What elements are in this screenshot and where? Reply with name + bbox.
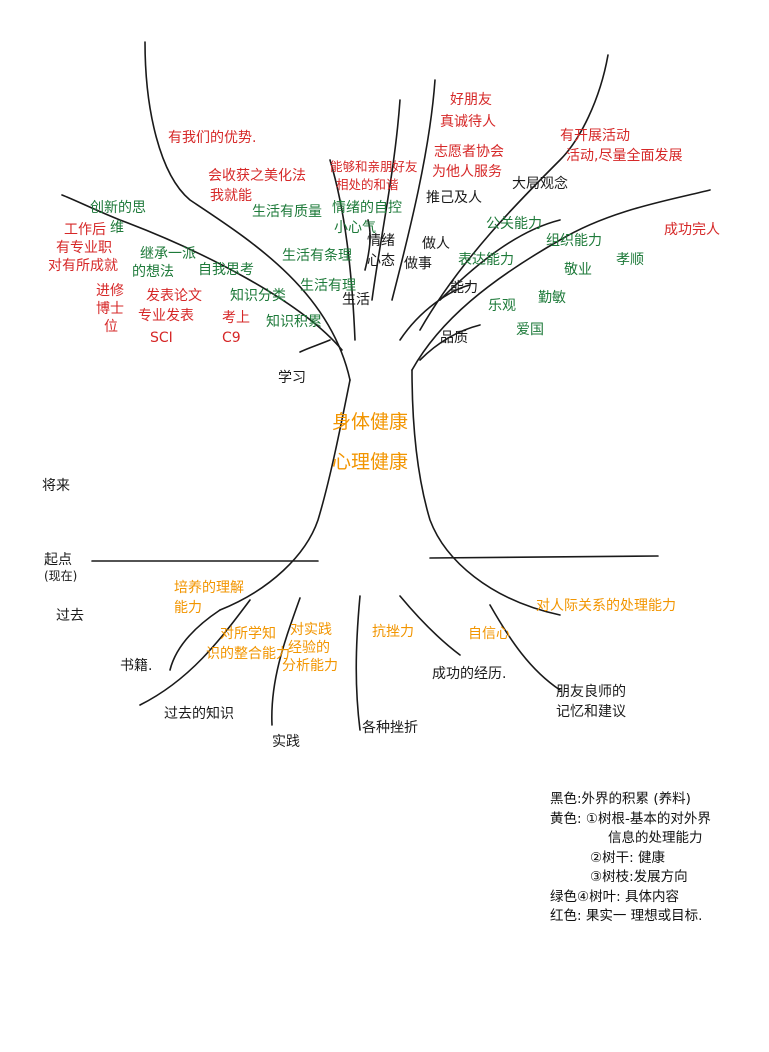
- timeline-future: 将来: [42, 478, 70, 494]
- fruit-publish-sci: SCI: [150, 330, 173, 346]
- fruit-volunteer: 志愿者协会: [434, 144, 504, 160]
- branch-label-ability: 能力: [450, 280, 478, 296]
- branch-label-mindset: 心态: [367, 253, 395, 269]
- root-label-advice: 朋友良师的: [556, 684, 626, 700]
- root-analysis-2: 经验的: [288, 640, 330, 656]
- fruit-activities-2: 活动,尽量全面发展: [566, 148, 682, 164]
- trunk-left-outline: [220, 380, 350, 610]
- fruit-help-others: 推己及人: [426, 190, 482, 206]
- ground-line-right: [430, 556, 658, 558]
- fruit-career-3: 对有所成就: [48, 258, 118, 274]
- leaf-patriotism: 爱国: [516, 322, 544, 338]
- fruit-publish-2: 专业发表: [138, 308, 194, 324]
- legend-red: 红色: 果实一 理想或目标.: [550, 907, 765, 927]
- legend-yellow-3: ②树干: 健康: [550, 849, 765, 869]
- fruit-big-picture: 大局观念: [512, 176, 568, 192]
- root-integration-2: 识的整合能力: [206, 646, 290, 662]
- root-understanding-2: 能力: [174, 600, 202, 616]
- branch-label-do-things: 做事: [404, 256, 432, 272]
- legend-yellow: 黄色: ①树根-基本的对外界: [550, 810, 765, 830]
- branch-study: [300, 340, 330, 352]
- root-analysis-3: 分析能力: [282, 658, 338, 674]
- root-confidence: 自信心: [468, 626, 510, 642]
- fruit-activities: 有开展活动: [560, 128, 630, 144]
- leaf-filial: 孝顺: [616, 252, 644, 268]
- fruit-advantage: 有我们的优势.: [168, 130, 256, 146]
- root-label-success-experience: 成功的经历.: [432, 666, 506, 682]
- root-resilience: 抗挫力: [372, 624, 414, 640]
- timeline-present: (现在): [44, 570, 77, 584]
- fruit-exam: 考上: [222, 310, 250, 326]
- leaf-life-orderly: 生活有条理: [282, 248, 352, 264]
- leaf-inherit: 继承一派: [140, 246, 196, 262]
- leaf-inherit-2: 的想法: [132, 264, 174, 280]
- branch-label-study: 学习: [278, 370, 306, 386]
- leaf-expression: 表达能力: [458, 252, 514, 268]
- fruit-progress-3: 位: [104, 319, 118, 335]
- fruit-career: 工作后: [64, 222, 106, 238]
- legend: 黑色:外界的积累 (养料) 黄色: ①树根-基本的对外界 信息的处理能力 ②树干…: [550, 790, 765, 927]
- root-label-past-knowledge: 过去的知识: [164, 706, 234, 722]
- fruit-friends: 好朋友: [450, 92, 492, 108]
- leaf-dedication: 敬业: [564, 262, 592, 278]
- leaf-innovation: 创新的思: [90, 200, 146, 216]
- fruit-social-2: 相处的和谐: [336, 178, 399, 192]
- fruit-benefit: 会收获之美化法: [208, 168, 306, 184]
- branch-label-be-person: 做人: [422, 236, 450, 252]
- branch-label-character: 品质: [440, 330, 468, 346]
- root-analysis: 对实践: [290, 622, 332, 638]
- fruit-volunteer-2: 为他人服务: [432, 164, 502, 180]
- legend-black: 黑色:外界的积累 (养料): [550, 790, 765, 810]
- leaf-innovation-2: 维: [110, 220, 124, 236]
- fruit-sincere: 真诚待人: [440, 114, 496, 130]
- trunk-health-mental: 心理健康: [332, 452, 408, 474]
- timeline-start: 起点: [44, 552, 72, 568]
- fruit-benefit-2: 我就能: [210, 188, 252, 204]
- fruit-social: 能够和亲朋好友: [330, 160, 418, 174]
- leaf-life-rational: 生活有理: [300, 278, 356, 294]
- root-label-setbacks: 各种挫折: [362, 720, 418, 736]
- branch-label-life: 生活: [342, 292, 370, 308]
- root-label-practice: 实践: [272, 734, 300, 750]
- root-integration: 对所学知: [220, 626, 276, 642]
- trunk-right-outline: [412, 370, 560, 615]
- fruit-career-2: 有专业职: [56, 240, 112, 256]
- leaf-life-quality: 生活有质量: [252, 204, 322, 220]
- fruit-success: 成功完人: [664, 222, 720, 238]
- legend-yellow-2: 信息的处理能力: [550, 829, 765, 849]
- root-relations: 对人际关系的处理能力: [536, 598, 676, 614]
- root-setbacks: [356, 596, 360, 730]
- leaf-public-relations: 公关能力: [486, 216, 542, 232]
- root-label-books: 书籍.: [120, 658, 152, 674]
- root-label-advice-2: 记忆和建议: [556, 704, 626, 720]
- leaf-emotion-control: 情绪的自控: [332, 200, 402, 216]
- legend-green: 绿色④树叶: 具体内容: [550, 888, 765, 908]
- leaf-self-think: 自我思考: [198, 262, 254, 278]
- timeline-past: 过去: [56, 608, 84, 624]
- leaf-knowledge-categorize: 知识分类: [230, 288, 286, 304]
- fruit-progress: 进修: [96, 283, 124, 299]
- fruit-exam-c9: C9: [222, 330, 241, 346]
- fruit-progress-2: 博士: [96, 301, 124, 317]
- fruit-publish: 发表论文: [146, 288, 202, 304]
- leaf-emotion-calm: 小心气: [334, 220, 376, 236]
- legend-yellow-4: ③树枝:发展方向: [550, 868, 765, 888]
- trunk-health-physical: 身体健康: [332, 412, 408, 434]
- leaf-knowledge-accumulate: 知识积累: [266, 314, 322, 330]
- leaf-diligence: 勤敏: [538, 290, 566, 306]
- leaf-optimism: 乐观: [488, 298, 516, 314]
- root-understanding: 培养的理解: [174, 580, 244, 596]
- leaf-organization: 组织能力: [546, 233, 602, 249]
